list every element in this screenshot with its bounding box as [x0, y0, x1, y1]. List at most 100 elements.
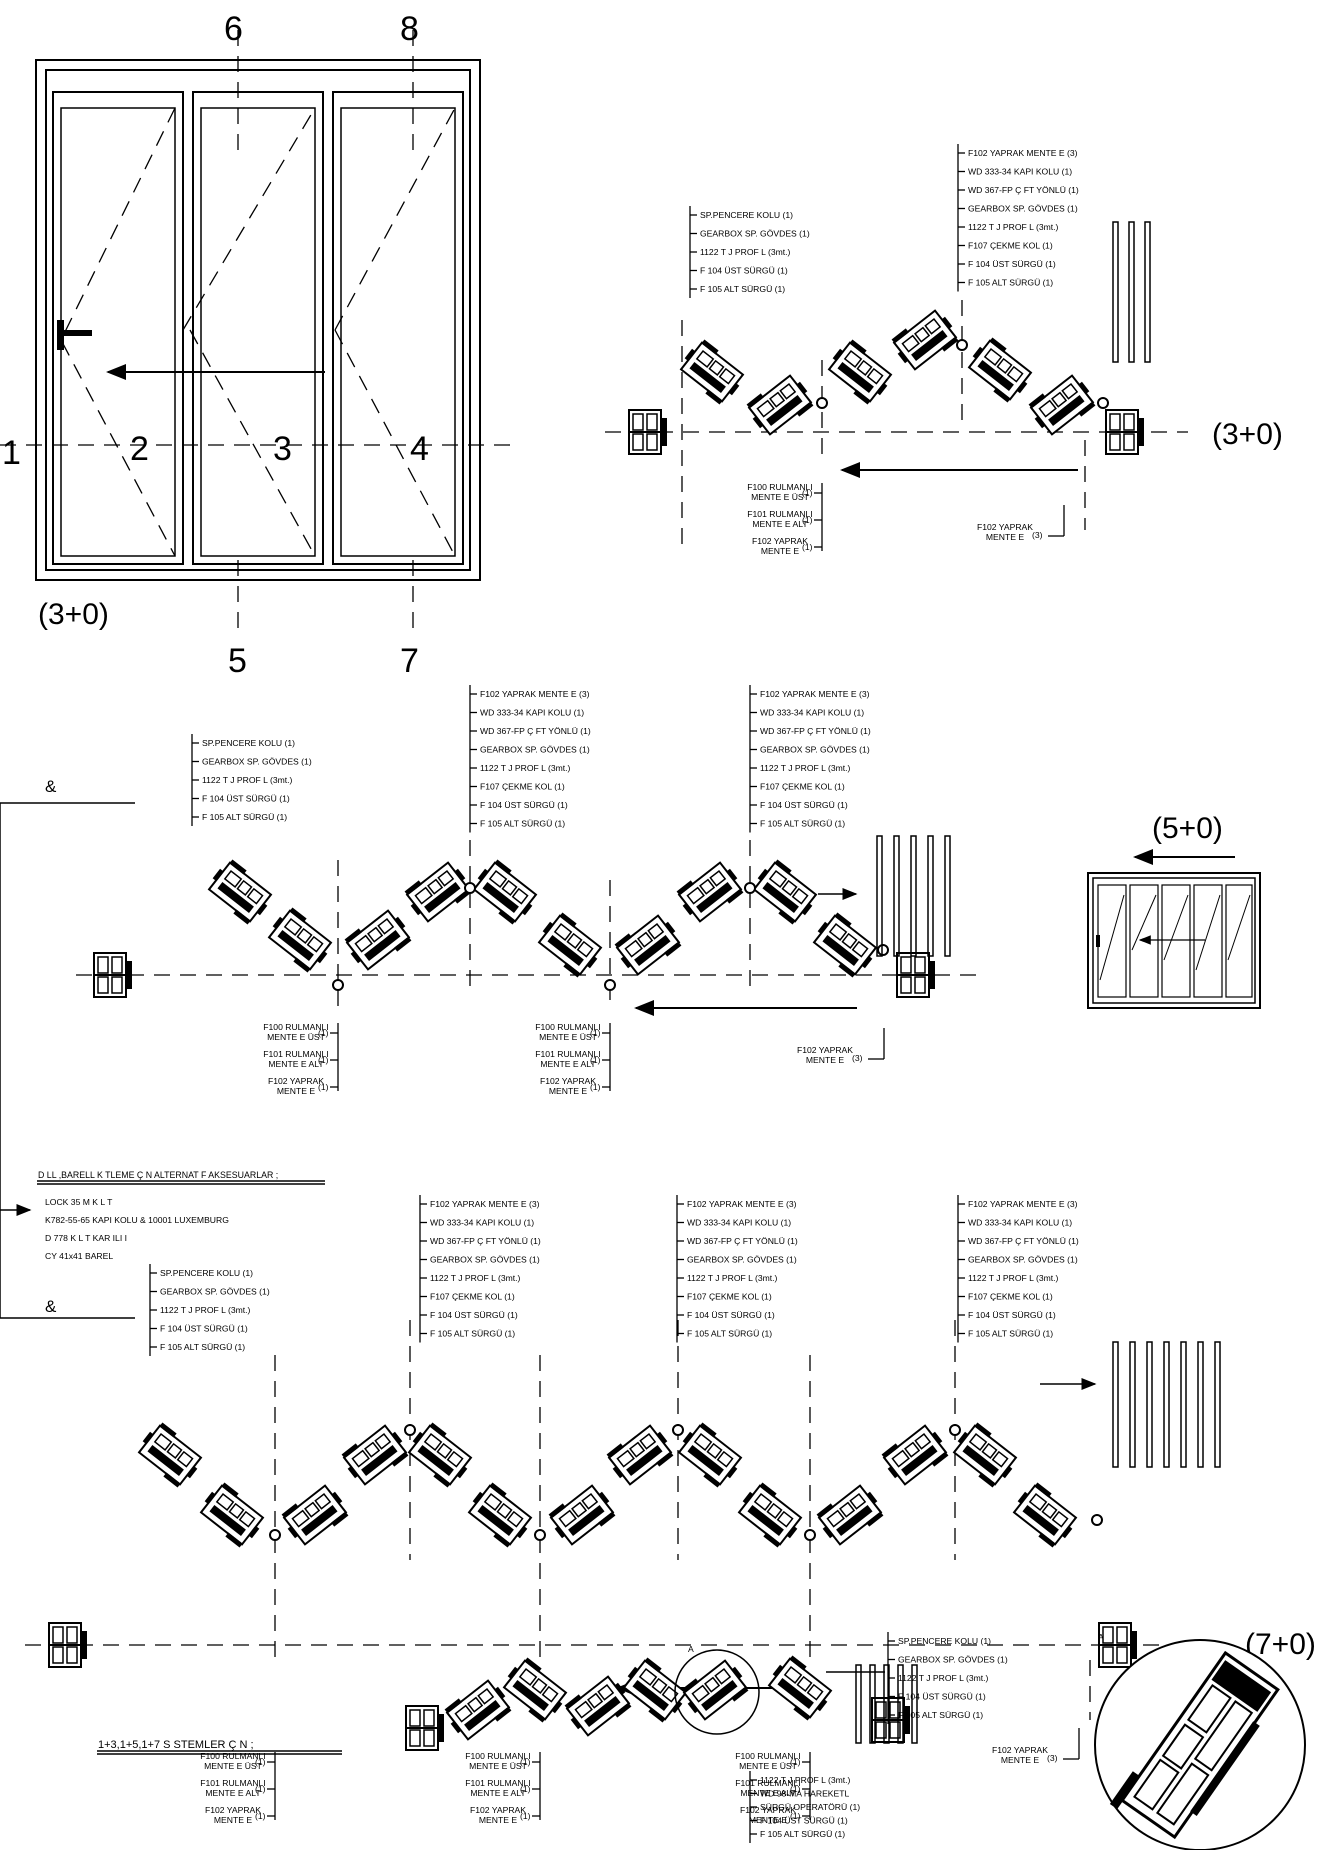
ampersand-bottom: & — [45, 1297, 57, 1316]
list-item: F 105 ALT SÜRGÜ (1) — [968, 278, 1053, 288]
list-item: (1) — [790, 1784, 801, 1794]
system-7-plan — [25, 1320, 1221, 1720]
list-item: WD 367-FP Ç FT YÖNLÜ (1) — [760, 726, 871, 736]
list-item: F101 RULMANLI — [747, 509, 812, 519]
list-item: F100 RULMANLI — [535, 1022, 600, 1032]
alternative-item: CY 41x41 BAREL — [45, 1251, 113, 1261]
list-item: WD 367-FP Ç FT YÖNLÜ (1) — [430, 1236, 541, 1246]
list-item: (3) — [852, 1053, 863, 1063]
list-item: F102 YAPRAK — [977, 522, 1033, 532]
list-item: (1) — [590, 1055, 601, 1065]
system-7-label: (7+0) — [1245, 1628, 1316, 1661]
list-item: MENTE E ALT — [268, 1059, 324, 1069]
systems-note: 1+3,1+5,1+7 S STEMLER Ç N ; — [98, 1739, 254, 1751]
list-item: WD 367-FP Ç FT YÖNLÜ (1) — [968, 1236, 1079, 1246]
alternative-item: LOCK 35 M K L T — [45, 1197, 113, 1207]
door-number-3: 3 — [273, 430, 292, 468]
list-item: MENTE E — [214, 1815, 252, 1825]
alternative-heading: D LL ,BARELL K TLEME Ç N ALTERNAT F AKSE… — [38, 1170, 278, 1180]
list-item: F 105 ALT SÜRGÜ (1) — [760, 1829, 845, 1839]
list-item: F 105 ALT SÜRGÜ (1) — [760, 819, 845, 829]
list-item: GEARBOX SP. GÖVDES (1) — [202, 757, 312, 767]
list-item: F101 RULMANLI — [465, 1778, 530, 1788]
list-item: MENTE E — [749, 1815, 787, 1825]
door-number-6: 6 — [224, 10, 243, 48]
list-item: (1) — [520, 1811, 531, 1821]
door-number-5: 5 — [228, 642, 247, 680]
door-number-4: 4 — [410, 430, 429, 468]
detail-a-marker: A — [688, 1644, 694, 1654]
list-item: MENTE E ALT — [540, 1059, 596, 1069]
list-item: F100 RULMANLI — [747, 482, 812, 492]
list-item: F102 YAPRAK — [268, 1076, 324, 1086]
list-item: F101 RULMANLI — [735, 1778, 800, 1788]
list-item: GEARBOX SP. GÖVDES (1) — [430, 1255, 540, 1265]
list-item: 1122 T J PROF L (3mt.) — [898, 1673, 989, 1683]
list-item: MENTE E — [277, 1086, 315, 1096]
list-item: F 105 ALT SÜRGÜ (1) — [430, 1329, 515, 1339]
door-dash-lines — [0, 30, 515, 630]
list-item: (1) — [590, 1028, 601, 1038]
list-item: F 105 ALT SÜRGÜ (1) — [480, 819, 565, 829]
list-item: F100 RULMANLI — [735, 1751, 800, 1761]
list-item: WD 333-34 KAPI KOLU (1) — [480, 708, 584, 718]
list-item: GEARBOX SP. GÖVDES (1) — [700, 229, 810, 239]
ampersand-top: & — [45, 777, 57, 796]
list-item: GEARBOX SP. GÖVDES (1) — [480, 745, 590, 755]
list-item: (1) — [318, 1055, 329, 1065]
system-3-plan — [605, 221, 1188, 550]
list-item: MENTE E — [806, 1055, 844, 1065]
door-number-1: 1 — [2, 434, 21, 472]
list-item: (1) — [790, 1757, 801, 1767]
list-item: F107 ÇEKME KOL (1) — [480, 782, 565, 792]
list-item: F102 YAPRAK — [470, 1805, 526, 1815]
list-item: MENTE E ALT — [752, 519, 808, 529]
door-handle — [57, 320, 92, 350]
list-item: (1) — [790, 1811, 801, 1821]
list-item: F107 ÇEKME KOL (1) — [968, 1292, 1053, 1302]
list-item: F 104 ÜST SÜRGÜ (1) — [700, 266, 788, 276]
list-item: F107 ÇEKME KOL (1) — [687, 1292, 772, 1302]
list-item: MENTE E ÜST — [469, 1761, 528, 1771]
list-item: (1) — [802, 488, 813, 498]
list-item: WD 333-34 KAPI KOLU (1) — [968, 1218, 1072, 1228]
door-number-2: 2 — [130, 430, 149, 468]
list-item: WD 333-34 KAPI KOLU (1) — [430, 1218, 534, 1228]
list-item: (1) — [255, 1811, 266, 1821]
list-item: F 104 ÜST SÜRGÜ (1) — [968, 259, 1056, 269]
list-item: SÜRGÜ OPERATÖRÜ (1) — [760, 1802, 860, 1812]
list-item: F 105 ALT SÜRGÜ (1) — [898, 1710, 983, 1720]
list-item: GEARBOX SP. GÖVDES (1) — [968, 204, 1078, 214]
door-caption: (3+0) — [38, 598, 109, 631]
list-item: F100 RULMANLI — [465, 1751, 530, 1761]
list-item: GEARBOX SP. GÖVDES (1) — [760, 745, 870, 755]
system-5-label: (5+0) — [1152, 812, 1223, 845]
list-item: MENTE E — [549, 1086, 587, 1096]
list-item: (1) — [318, 1082, 329, 1092]
list-item: 1122 T J PROF L (3mt.) — [968, 1273, 1059, 1283]
list-item: F102 YAPRAK — [205, 1805, 261, 1815]
alternative-item: D 778 K L T KAR ILI I — [45, 1233, 127, 1243]
list-item: F107 ÇEKME KOL (1) — [760, 782, 845, 792]
system-3-label: (3+0) — [1212, 418, 1283, 451]
list-item: F107 ÇEKME KOL (1) — [430, 1292, 515, 1302]
list-item: F 104 ÜST SÜRGÜ (1) — [687, 1310, 775, 1320]
list-item: F 104 ÜST SÜRGÜ (1) — [430, 1310, 518, 1320]
list-item: F100 RULMANLI — [200, 1751, 265, 1761]
list-item: F102 YAPRAK — [740, 1805, 796, 1815]
list-item: F102 YAPRAK — [797, 1045, 853, 1055]
list-item: F102 YAPRAK — [992, 1745, 1048, 1755]
door-number-7: 7 — [400, 642, 419, 680]
list-item: 1122 T J PROF L (3mt.) — [160, 1305, 251, 1315]
list-item: GEARBOX SP. GÖVDES (1) — [968, 1255, 1078, 1265]
list-item: GEARBOX SP. GÖVDES (1) — [160, 1287, 270, 1297]
list-item: (1) — [255, 1757, 266, 1767]
list-item: F 104 ÜST SÜRGÜ (1) — [760, 1816, 848, 1826]
list-item: F101 RULMANLI — [263, 1049, 328, 1059]
list-item: MENTE E ÜST — [739, 1761, 798, 1771]
list-item: (1) — [255, 1784, 266, 1794]
bottom-plan — [405, 1649, 918, 1751]
system-5-plan — [76, 835, 980, 1016]
list-item: F102 YAPRAK MENTE E (3) — [687, 1199, 797, 1209]
